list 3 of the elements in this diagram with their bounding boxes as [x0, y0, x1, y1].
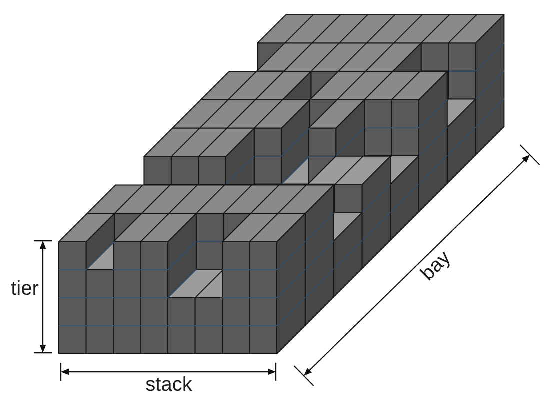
dimension-label: tier: [11, 278, 39, 300]
dimension-label: bay: [416, 246, 456, 286]
dimension-label: stack: [146, 374, 192, 396]
